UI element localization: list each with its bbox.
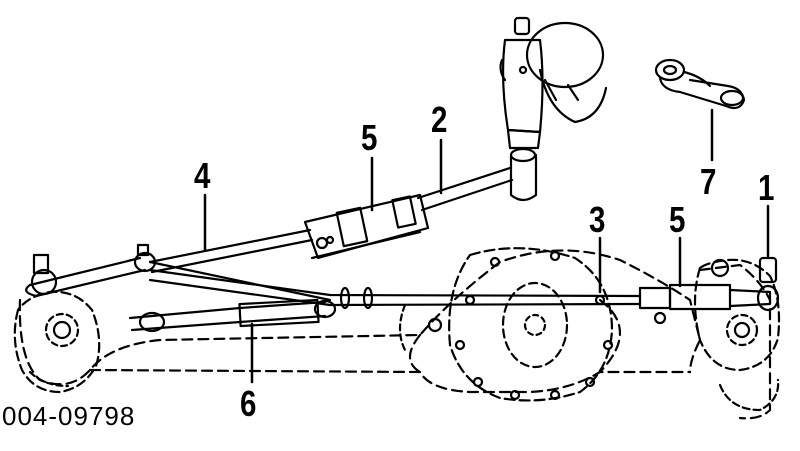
leader-lines <box>203 108 770 384</box>
differential-housing <box>398 247 614 402</box>
axle-housing <box>18 249 772 420</box>
steering-gear <box>499 16 608 202</box>
steering-damper <box>128 260 337 333</box>
drawing-id: 004-09798 <box>2 401 136 431</box>
callout-3: 3 <box>589 199 606 240</box>
right-steering-knuckle <box>693 258 781 412</box>
drag-link <box>133 228 314 274</box>
callout-2: 2 <box>431 99 448 140</box>
callout-7: 7 <box>700 161 717 202</box>
callout-1: 1 <box>758 167 775 208</box>
gear-rod <box>416 166 514 212</box>
tie-rod-end-right <box>756 256 780 312</box>
adjuster-sleeve-upper <box>303 193 430 260</box>
left-steering-knuckle <box>13 290 101 394</box>
tie-rod <box>25 253 642 310</box>
callout-4: 4 <box>194 155 211 196</box>
pitman-arm <box>654 58 746 110</box>
callout-6: 6 <box>240 383 257 424</box>
callout-5-lower: 5 <box>669 199 686 240</box>
callout-5-upper: 5 <box>361 117 378 158</box>
adjuster-sleeve-lower <box>638 283 772 325</box>
